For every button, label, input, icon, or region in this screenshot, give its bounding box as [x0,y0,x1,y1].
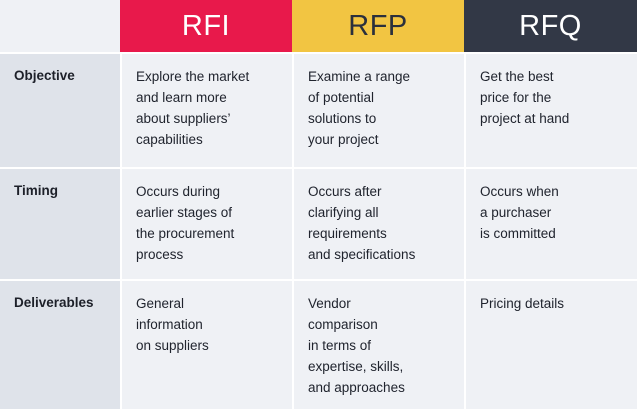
column-header-rfi: RFI [120,0,292,52]
cell-timing-rfi: Occurs during earlier stages of the proc… [120,167,292,279]
cell-objective-rfi: Explore the market and learn more about … [120,52,292,167]
cell-timing-rfq: Occurs when a purchaser is committed [464,167,637,279]
cell-objective-rfq: Get the best price for the project at ha… [464,52,637,167]
row-header-deliverables: Deliverables [0,279,120,409]
cell-objective-rfp: Examine a range of potential solutions t… [292,52,464,167]
cell-deliverables-rfi: General information on suppliers [120,279,292,409]
row-header-objective: Objective [0,52,120,167]
cell-deliverables-rfq: Pricing details [464,279,637,409]
row-header-timing: Timing [0,167,120,279]
cell-deliverables-rfp: Vendor comparison in terms of expertise,… [292,279,464,409]
table-corner-cell [0,0,120,52]
column-header-rfp: RFP [292,0,464,52]
cell-timing-rfp: Occurs after clarifying all requirements… [292,167,464,279]
column-header-rfq: RFQ [464,0,637,52]
